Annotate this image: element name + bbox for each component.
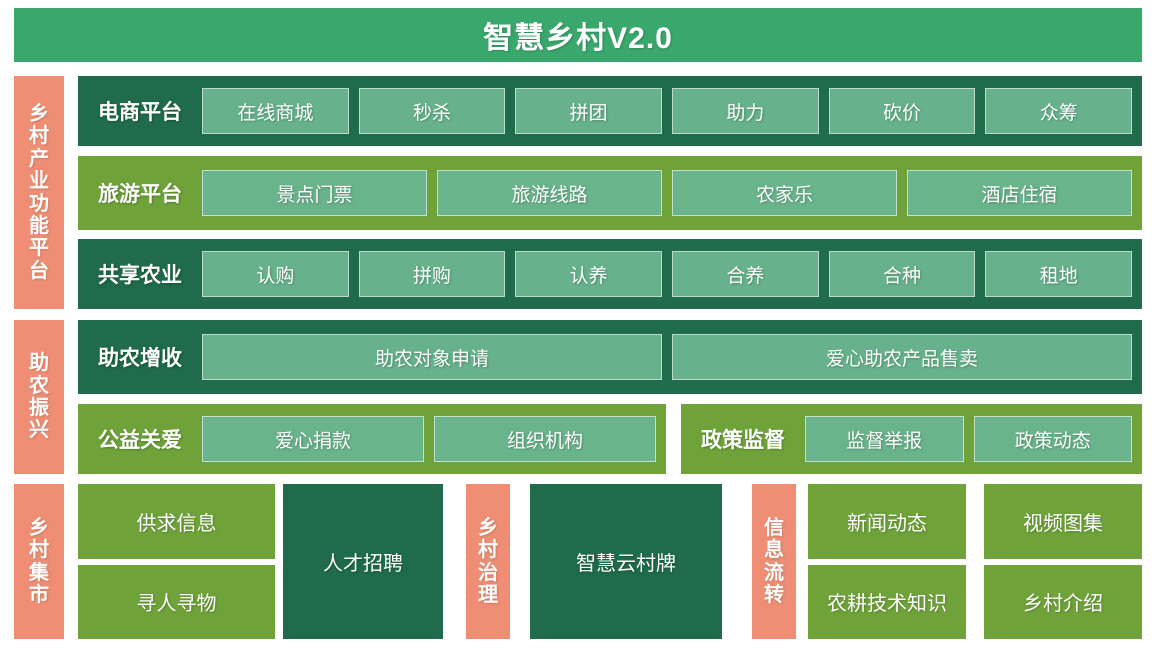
chip-hotel-lodging[interactable]: 酒店住宿: [907, 170, 1132, 216]
sidebar-label-agriculture-revitalization: 助农振兴: [29, 352, 49, 442]
sidebar-label-village-market: 乡村集市: [29, 516, 49, 606]
chip-flash-sale[interactable]: 秒杀: [358, 88, 506, 134]
tile-lost-and-found[interactable]: 寻人寻物: [78, 564, 275, 639]
chip-land-lease[interactable]: 租地: [985, 251, 1133, 297]
tile-farming-tech-knowledge[interactable]: 农耕技术知识: [808, 564, 966, 639]
chip-aid-application[interactable]: 助农对象申请: [202, 334, 662, 380]
row-farmer-income: 助农增收 助农对象申请 爱心助农产品售卖: [78, 320, 1142, 394]
row-label-ecommerce: 电商平台: [98, 101, 182, 124]
chip-scenic-tickets[interactable]: 景点门票: [202, 170, 427, 216]
chip-charity-product-sale[interactable]: 爱心助农产品售卖: [672, 334, 1132, 380]
row-label-tourism: 旅游平台: [98, 183, 182, 206]
tile-supply-demand-info[interactable]: 供求信息: [78, 484, 275, 559]
row-policy-supervision: 政策监督 监督举报 政策动态: [681, 404, 1142, 474]
chip-bargain[interactable]: 砍价: [828, 88, 976, 134]
tile-village-introduction[interactable]: 乡村介绍: [984, 564, 1142, 639]
chip-adopt[interactable]: 认养: [515, 251, 663, 297]
sidebar-information-flow[interactable]: 信息流转: [752, 484, 796, 639]
chip-group-buy[interactable]: 拼团: [515, 88, 663, 134]
chip-boost[interactable]: 助力: [672, 88, 819, 134]
sidebar-rural-industry-platform[interactable]: 乡村产业功能平台: [14, 76, 64, 309]
sidebar-village-market[interactable]: 乡村集市: [14, 484, 64, 639]
tile-smart-cloud-village-sign[interactable]: 智慧云村牌: [530, 484, 722, 639]
chip-online-mall[interactable]: 在线商城: [202, 88, 349, 134]
row-label-farmer-income: 助农增收: [98, 347, 182, 370]
tile-video-gallery[interactable]: 视频图集: [984, 484, 1142, 559]
chip-group-purchase[interactable]: 拼购: [358, 251, 506, 297]
row-tourism-platform: 旅游平台 景点门票 旅游线路 农家乐 酒店住宿: [78, 156, 1142, 230]
chip-subscribe-purchase[interactable]: 认购: [202, 251, 349, 297]
sidebar-label-village-governance: 乡村治理: [478, 516, 498, 606]
row-label-shared-agriculture: 共享农业: [98, 264, 182, 287]
information-tile-grid: 新闻动态 视频图集 农耕技术知识 乡村介绍: [808, 484, 1142, 639]
chip-organizations[interactable]: 组织机构: [434, 416, 656, 462]
chip-report-supervision[interactable]: 监督举报: [805, 416, 964, 462]
chip-co-raise[interactable]: 合养: [672, 251, 819, 297]
chip-policy-updates[interactable]: 政策动态: [973, 416, 1132, 462]
row-label-policy-supervision: 政策监督: [701, 429, 785, 452]
chip-co-plant[interactable]: 合种: [828, 251, 976, 297]
chip-charity-donation[interactable]: 爱心捐款: [202, 416, 424, 462]
chip-crowdfunding[interactable]: 众筹: [985, 88, 1133, 134]
page-title: 智慧乡村V2.0: [483, 22, 673, 55]
chip-farm-stay[interactable]: 农家乐: [672, 170, 897, 216]
page-header: 智慧乡村V2.0: [14, 8, 1142, 62]
row-label-public-welfare: 公益关爱: [98, 429, 182, 452]
tile-news-updates[interactable]: 新闻动态: [808, 484, 966, 559]
sidebar-label-information-flow: 信息流转: [764, 516, 784, 606]
sidebar-village-governance[interactable]: 乡村治理: [466, 484, 510, 639]
row-ecommerce-platform: 电商平台 在线商城 秒杀 拼团 助力 砍价 众筹: [78, 76, 1142, 146]
sidebar-agriculture-revitalization[interactable]: 助农振兴: [14, 320, 64, 474]
sidebar-label-rural-industry: 乡村产业功能平台: [29, 102, 49, 282]
row-public-welfare: 公益关爱 爱心捐款 组织机构: [78, 404, 666, 474]
market-tile-column: 供求信息 寻人寻物: [78, 484, 275, 639]
chip-tour-routes[interactable]: 旅游线路: [437, 170, 662, 216]
tile-talent-recruitment[interactable]: 人才招聘: [283, 484, 443, 639]
row-shared-agriculture: 共享农业 认购 拼购 认养 合养 合种 租地: [78, 239, 1142, 309]
